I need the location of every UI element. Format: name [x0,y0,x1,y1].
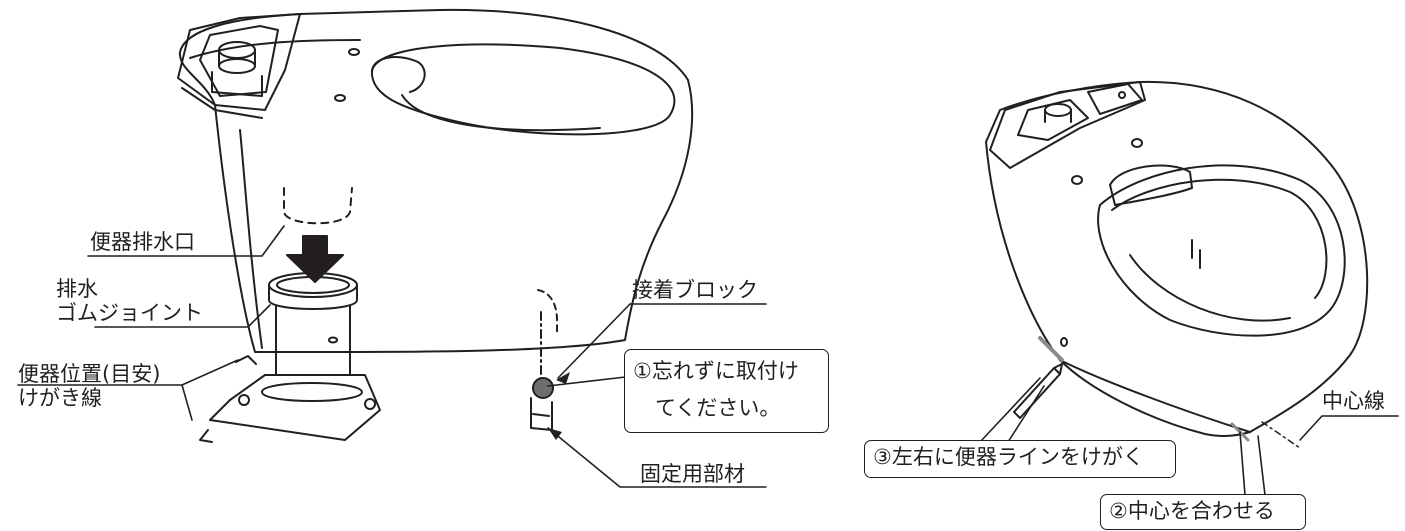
fixing-member-label: 固定用部材 [640,462,745,486]
center-line-label: 中心線 [1322,389,1385,413]
step1-callout: ①忘れずに取付け てください。 [624,349,829,433]
drain-rubber-joint-illustration [199,272,381,443]
toilet-position-label-line1: 便器位置(目安) [18,362,161,386]
toilet-bowl-perspective-illustration [985,80,1369,449]
toilet-bowl-side-illustration [177,8,694,353]
step1-callout-line1: ①忘れずに取付け [633,359,799,383]
step1-callout-line2: てください。 [655,396,781,420]
toilet-position-label-line2: けがき線 [18,386,102,410]
step3-callout: ③左右に便器ラインをけがく [864,440,1176,478]
drain-joint-label: 排水 ゴムジョイント [56,277,203,325]
adhesive-block-label: 接着ブロック [632,278,758,302]
leader-lines-right [979,377,1399,496]
toilet-position-label: 便器位置(目安) けがき線 [18,362,160,410]
step2-callout: ②中心を合わせる [1100,494,1306,530]
drain-outlet-label: 便器排水口 [90,230,195,254]
leader-lines-left [17,225,767,488]
drain-joint-label-line2: ゴムジョイント [56,301,203,325]
drain-joint-label-line1: 排水 [56,277,98,301]
adhesive-block-illustration [530,289,558,431]
